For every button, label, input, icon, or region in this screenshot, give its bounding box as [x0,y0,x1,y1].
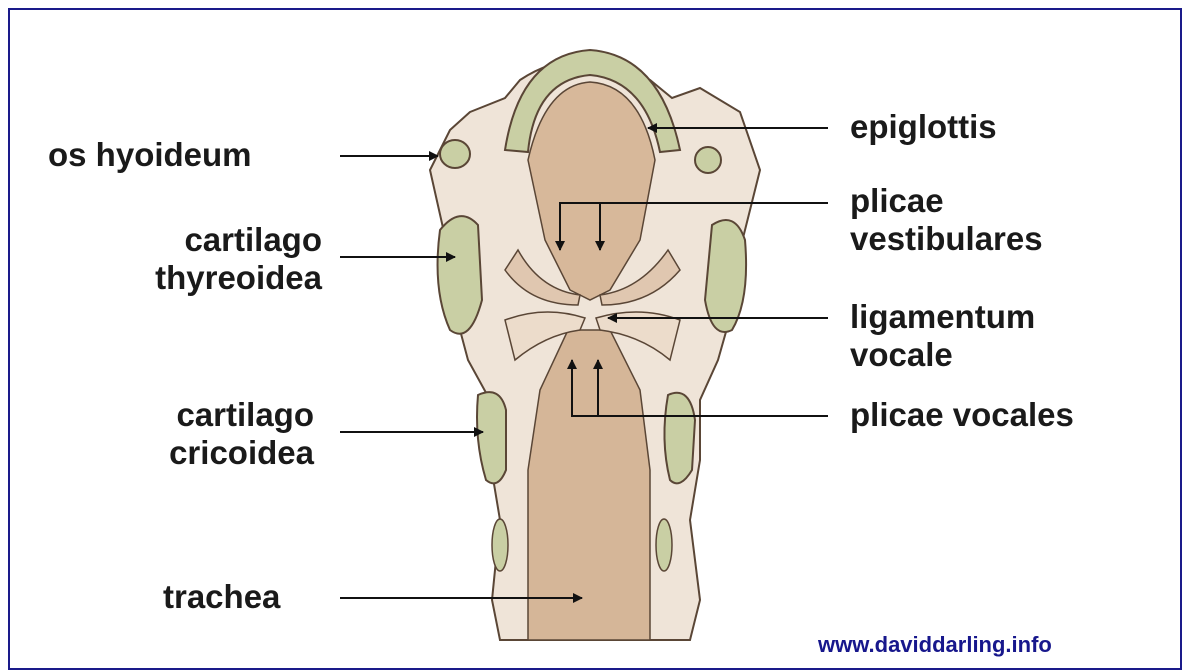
label-os-hyoideum: os hyoideum [48,136,252,174]
label-plicae-vestibulares-line1: plicae [850,182,1043,220]
label-ligamentum-vocale-line2: vocale [850,336,1035,374]
label-plicae-vocales-text: plicae vocales [850,396,1074,434]
label-trachea-text: trachea [163,578,280,616]
label-cartilago-thyreoidea: cartilago thyreoidea [100,221,322,297]
thyroid-cartilage-left [438,216,482,334]
label-cartilago-cricoidea: cartilago cricoidea [100,396,314,472]
thyroid-cartilage-right [705,220,746,332]
label-epiglottis: epiglottis [850,108,997,146]
label-epiglottis-text: epiglottis [850,108,997,146]
hyoid-left [440,140,470,168]
label-plicae-vestibulares: plicae vestibulares [850,182,1043,258]
hyoid-right [695,147,721,173]
credit-url[interactable]: www.daviddarling.info [818,632,1052,658]
label-ligamentum-vocale: ligamentum vocale [850,298,1035,374]
label-cartilago-thyreoidea-line1: cartilago [100,221,322,259]
label-cartilago-cricoidea-line2: cricoidea [100,434,314,472]
tracheal-ring-right [656,519,672,571]
label-os-hyoideum-text: os hyoideum [48,136,252,174]
tracheal-ring-left [492,519,508,571]
label-ligamentum-vocale-line1: ligamentum [850,298,1035,336]
cricoid-cartilage-right [664,393,695,484]
label-plicae-vestibulares-line2: vestibulares [850,220,1043,258]
trachea-lumen [528,330,650,640]
label-plicae-vocales: plicae vocales [850,396,1074,434]
label-cartilago-thyreoidea-line2: thyreoidea [100,259,322,297]
label-trachea: trachea [163,578,280,616]
cricoid-cartilage-left [477,392,506,483]
label-cartilago-cricoidea-line1: cartilago [100,396,314,434]
